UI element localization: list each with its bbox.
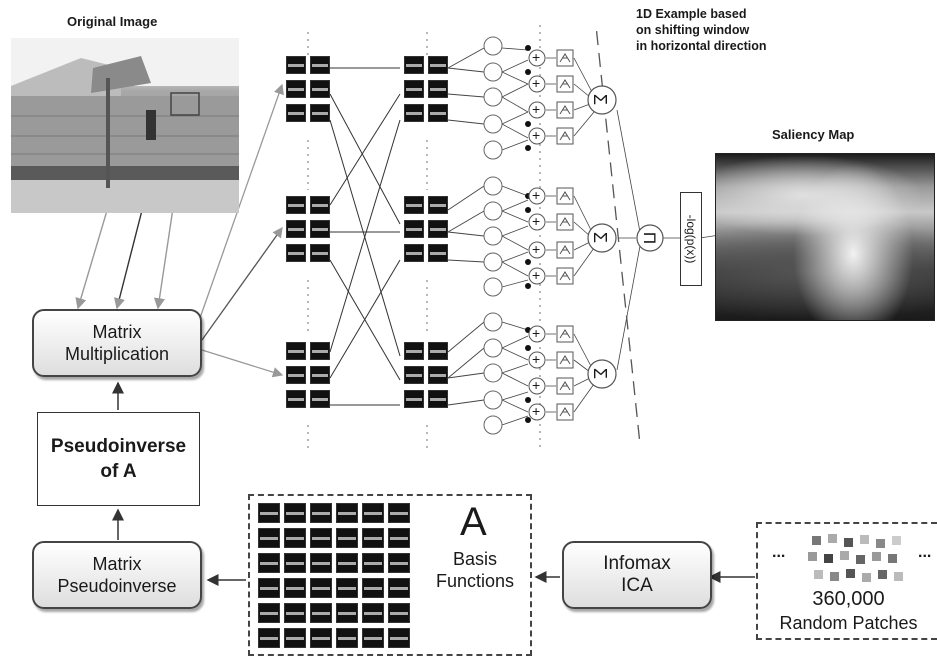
- random-patches-panel: ... ... 360,000 Random Patches: [756, 522, 937, 640]
- example-note: 1D Example based on shifting window in h…: [636, 6, 767, 54]
- infomax-line-2: ICA: [621, 575, 653, 596]
- original-image: [11, 38, 239, 213]
- basis-label-line-1: Basis: [452, 549, 497, 569]
- filter-connections: [329, 67, 401, 406]
- neg-log-box: -log(p(x)): [680, 192, 702, 286]
- saliency-map: [715, 153, 935, 321]
- example-note-line-1: 1D Example based: [636, 7, 747, 21]
- matrix-multiplication-line-1: Matrix: [92, 322, 142, 342]
- filter-column-right-2: [404, 196, 448, 262]
- original-image-label: Original Image: [67, 14, 158, 29]
- basis-functions-grid: [258, 503, 410, 648]
- plus-icon: +: [532, 267, 541, 283]
- filter-column-right: [404, 56, 448, 122]
- filter-column-left-3: [286, 342, 330, 408]
- plus-icon: +: [532, 75, 541, 91]
- plus-icon: +: [532, 241, 541, 257]
- product-icon: Π: [640, 231, 660, 245]
- pseudoinverse-of-a-box[interactable]: Pseudoinverse of A: [37, 412, 200, 506]
- filter-column-right-3: [404, 342, 448, 408]
- matrix-pseudoinverse-line-1: Matrix: [92, 554, 142, 574]
- ellipsis-left: ...: [772, 544, 786, 561]
- patch-thumbnails: [808, 534, 903, 582]
- basis-letter: A: [460, 500, 487, 544]
- plus-icon: +: [532, 325, 541, 341]
- patch-count: 360,000: [812, 588, 885, 610]
- infomax-ica-box[interactable]: Infomax ICA: [562, 541, 712, 609]
- matrix-pseudoinverse-box[interactable]: Matrix Pseudoinverse: [32, 541, 202, 609]
- basis-functions-label: Basis Functions: [420, 548, 530, 592]
- filter-column-left-2: [286, 196, 330, 262]
- filter-to-node-connections: [447, 47, 485, 406]
- basis-label-line-2: Functions: [435, 571, 515, 591]
- plus-icon: +: [532, 377, 541, 393]
- saliency-map-label: Saliency Map: [772, 127, 855, 142]
- sigma-icon: Σ: [590, 93, 611, 106]
- lower-flow-arrows: [112, 381, 755, 586]
- node-to-sum-connections: [501, 47, 529, 426]
- matrix-multiplication-box[interactable]: Matrix Multiplication: [32, 309, 202, 377]
- example-note-line-3: in horizontal direction: [636, 39, 767, 53]
- plus-icon: +: [532, 101, 541, 117]
- basis-functions-panel: A Basis Functions: [248, 494, 532, 656]
- patch-label: Random Patches: [779, 613, 918, 633]
- plus-icon: +: [532, 127, 541, 143]
- sigma-icon: Σ: [590, 231, 611, 244]
- infomax-line-1: Infomax: [603, 553, 671, 574]
- plus-icon: +: [532, 49, 541, 65]
- plus-icon: +: [532, 213, 541, 229]
- matrix-to-filter-arrows: [199, 83, 284, 378]
- matrix-multiplication-line-2: Multiplication: [64, 344, 170, 364]
- plus-icon: +: [532, 403, 541, 419]
- filter-column-left: [286, 56, 330, 122]
- sigma-icon: Σ: [590, 367, 611, 380]
- dotted-guides: [307, 25, 541, 450]
- matrix-pseudoinverse-line-2: Pseudoinverse: [57, 576, 177, 596]
- ellipsis-right: ...: [918, 544, 932, 561]
- plus-icon: +: [532, 351, 541, 367]
- example-note-line-2: on shifting window: [636, 23, 750, 37]
- plus-icon: +: [532, 187, 541, 203]
- pseudoinverse-line-1: Pseudoinverse: [50, 436, 187, 457]
- pseudoinverse-line-2: of A: [100, 461, 137, 482]
